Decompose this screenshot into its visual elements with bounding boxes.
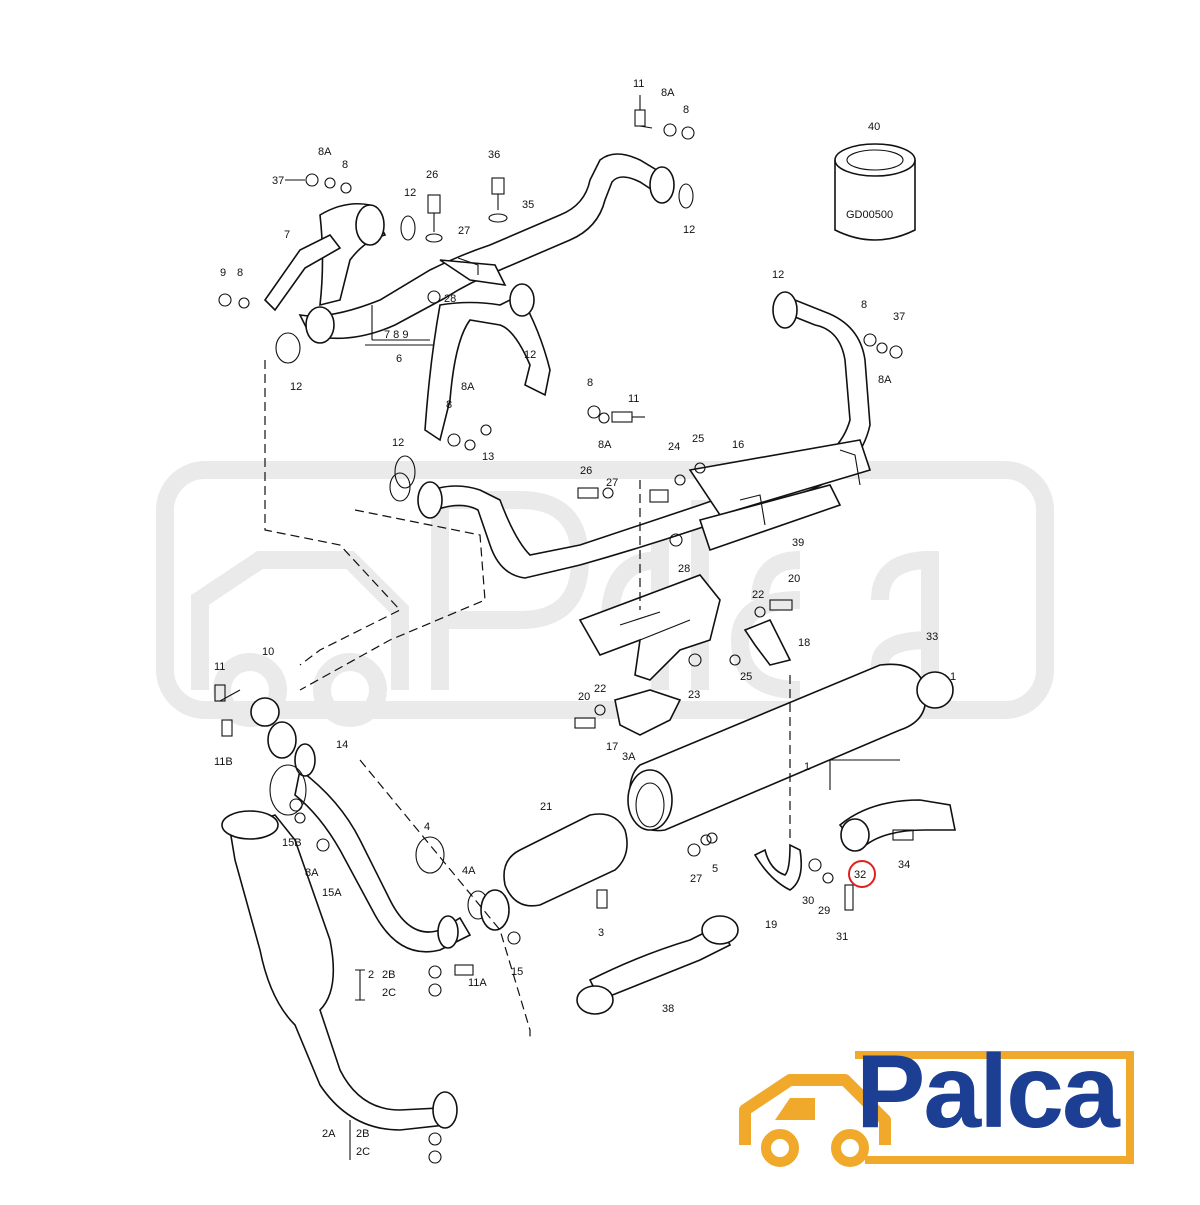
label-6: 6 [396, 353, 402, 365]
label-8A: 8A [305, 867, 319, 879]
label-14: 14 [336, 739, 348, 751]
label-7-8-9: 7 8 9 [384, 329, 408, 341]
label-37: 37 [893, 311, 905, 323]
label-3: 3 [598, 927, 604, 939]
label-23: 23 [688, 689, 700, 701]
label-2: 2 [368, 969, 374, 981]
label-9: 9 [220, 267, 226, 279]
label-29: 29 [818, 905, 830, 917]
car-body [739, 1074, 891, 1145]
label-20: 20 [788, 573, 800, 585]
label-2C: 2C [356, 1146, 370, 1158]
label-27: 27 [458, 225, 470, 237]
label-31: 31 [836, 931, 848, 943]
label-32: 32 [854, 869, 866, 881]
mounting-brackets [574, 574, 793, 736]
label-12: 12 [772, 269, 784, 281]
label-27: 27 [690, 873, 702, 885]
highlighted-part-marker [848, 860, 876, 888]
label-27: 27 [606, 477, 618, 489]
label-8A: 8A [318, 146, 332, 158]
label-5: 5 [712, 863, 718, 875]
label-11: 11 [633, 78, 644, 90]
label-13: 13 [482, 451, 494, 463]
filter-canister [834, 143, 916, 241]
label-8A: 8A [461, 381, 475, 393]
middle-hardware [389, 333, 903, 547]
part-labels: 11 8A 8 40 GD00500 8A 8 37 26 36 35 27 1… [214, 78, 956, 1158]
label-8: 8 [683, 104, 689, 116]
label-2B: 2B [356, 1128, 369, 1140]
label-25: 25 [692, 433, 704, 445]
label-34: 34 [898, 859, 910, 871]
label-22: 22 [594, 683, 606, 695]
label-8: 8 [861, 299, 867, 311]
middle-pipe-assembly [394, 283, 872, 579]
label-12: 12 [683, 224, 695, 236]
label-3A: 3A [622, 751, 636, 763]
label-26: 26 [580, 465, 592, 477]
label-18: 18 [798, 637, 810, 649]
label-11A: 11A [468, 977, 487, 989]
label-8A: 8A [878, 374, 892, 386]
highlight-ring-32 [848, 860, 876, 888]
label-19: 19 [765, 919, 777, 931]
label-4: 4 [424, 821, 430, 833]
upper-hardware [218, 95, 695, 364]
label-10: 10 [262, 646, 274, 658]
label-1: 1 [950, 671, 956, 683]
label-15: 15 [511, 966, 523, 978]
lower-hardware [214, 684, 914, 1164]
label-28: 28 [444, 293, 456, 305]
label-8: 8 [342, 159, 348, 171]
rear-muffler [627, 663, 956, 852]
label-21: 21 [540, 801, 552, 813]
filter-print-text: GD00500 [846, 209, 893, 221]
label-12: 12 [524, 349, 536, 361]
label-12: 12 [404, 187, 416, 199]
label-12: 12 [290, 381, 302, 393]
label-26: 26 [426, 169, 438, 181]
palca-logo [739, 1051, 1134, 1167]
label-17: 17 [606, 741, 618, 753]
label-8: 8 [587, 377, 593, 389]
label-40: 40 [868, 121, 880, 133]
label-2B: 2B [382, 969, 395, 981]
label-20: 20 [578, 691, 590, 703]
label-7: 7 [284, 229, 290, 241]
label-33: 33 [926, 631, 938, 643]
label-16: 16 [732, 439, 744, 451]
assembly-dashed-lines [264, 360, 791, 1040]
label-11: 11 [214, 661, 225, 673]
label-35: 35 [522, 199, 534, 211]
label-37: 37 [272, 175, 284, 187]
label-11B: 11B [214, 756, 233, 768]
label-38: 38 [662, 1003, 674, 1015]
label-25: 25 [740, 671, 752, 683]
car-icon [739, 1051, 1134, 1167]
label-36: 36 [488, 149, 500, 161]
label-24: 24 [668, 441, 680, 453]
upper-front-pipe [263, 153, 675, 344]
label-12: 12 [392, 437, 404, 449]
label-8A: 8A [661, 87, 675, 99]
label-11: 11 [628, 393, 639, 405]
label-1: 1 [804, 761, 810, 773]
label-30: 30 [802, 895, 814, 907]
label-15B: 15B [282, 837, 302, 849]
label-8A: 8A [598, 439, 612, 451]
brand-name: Palca [856, 1034, 1120, 1150]
label-15A: 15A [322, 887, 342, 899]
label-4A: 4A [462, 865, 476, 877]
label-39: 39 [792, 537, 804, 549]
label-2A: 2A [322, 1128, 336, 1140]
front-cat-and-pipes [221, 721, 803, 1131]
label-28: 28 [678, 563, 690, 575]
label-8: 8 [446, 399, 452, 411]
label-2C: 2C [382, 987, 396, 999]
label-22: 22 [752, 589, 764, 601]
label-8: 8 [237, 267, 243, 279]
